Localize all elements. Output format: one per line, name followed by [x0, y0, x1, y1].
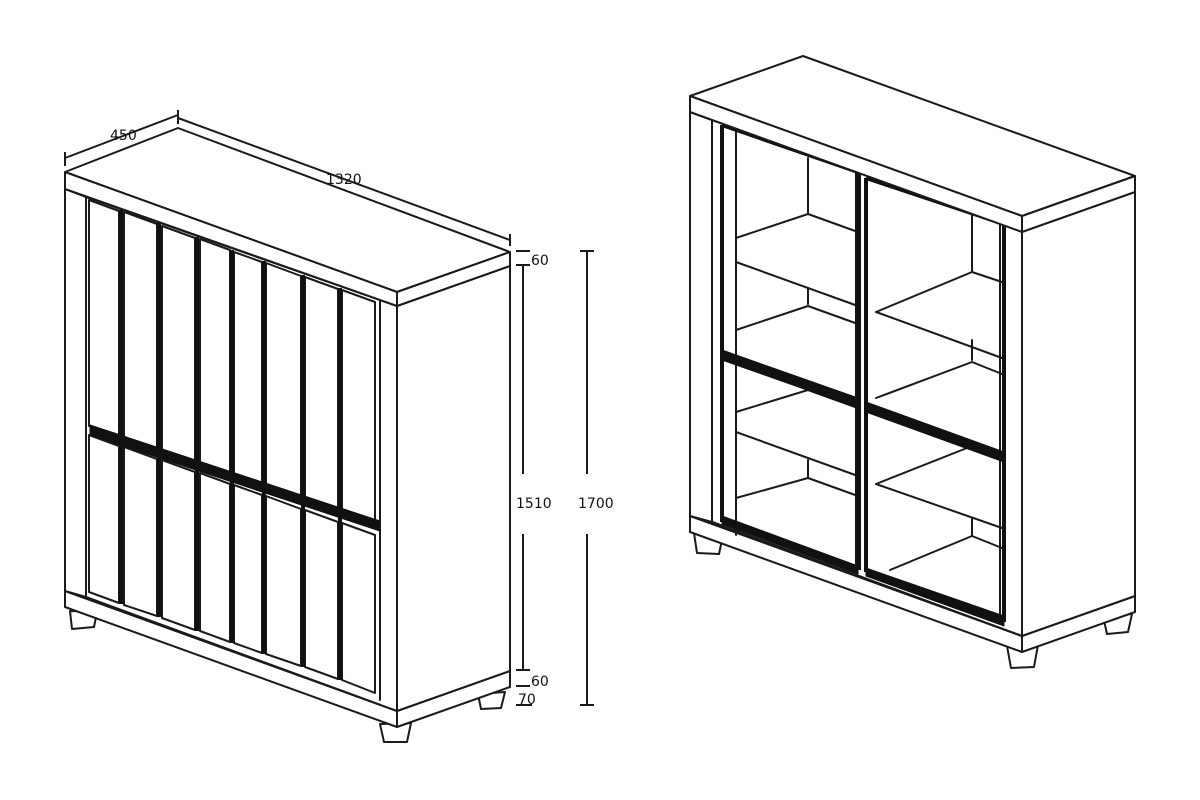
top-side-edge-open — [1021, 175, 1136, 233]
dim-plinth-label: 60 — [531, 674, 549, 690]
side-panel-left-open — [689, 111, 713, 523]
side-panel-right-open — [1021, 189, 1136, 637]
front-bottom-edge — [711, 521, 1023, 637]
dimension-lines — [64, 110, 594, 706]
dim-depth-label: 450 — [110, 128, 137, 144]
right-compartment — [875, 211, 1003, 621]
closed-cabinet-view — [64, 127, 511, 743]
top-side-edge — [396, 251, 511, 307]
dim-width-label: 1320 — [326, 172, 362, 188]
dim-top-thickness-label: 60 — [531, 253, 549, 269]
door-rail — [89, 424, 381, 532]
dim-body-height-label: 1510 — [516, 496, 552, 512]
dimension-labels: 450 1320 60 1510 1700 60 70 — [110, 128, 614, 708]
door-grooves — [119, 210, 342, 680]
side-panel-right — [396, 265, 511, 712]
dim-total-height-label: 1700 — [578, 496, 614, 512]
open-cabinet-view — [689, 55, 1136, 669]
side-panel-left — [64, 188, 87, 598]
sliding-doors — [720, 123, 1006, 627]
dim-leg-label: 70 — [518, 692, 536, 708]
